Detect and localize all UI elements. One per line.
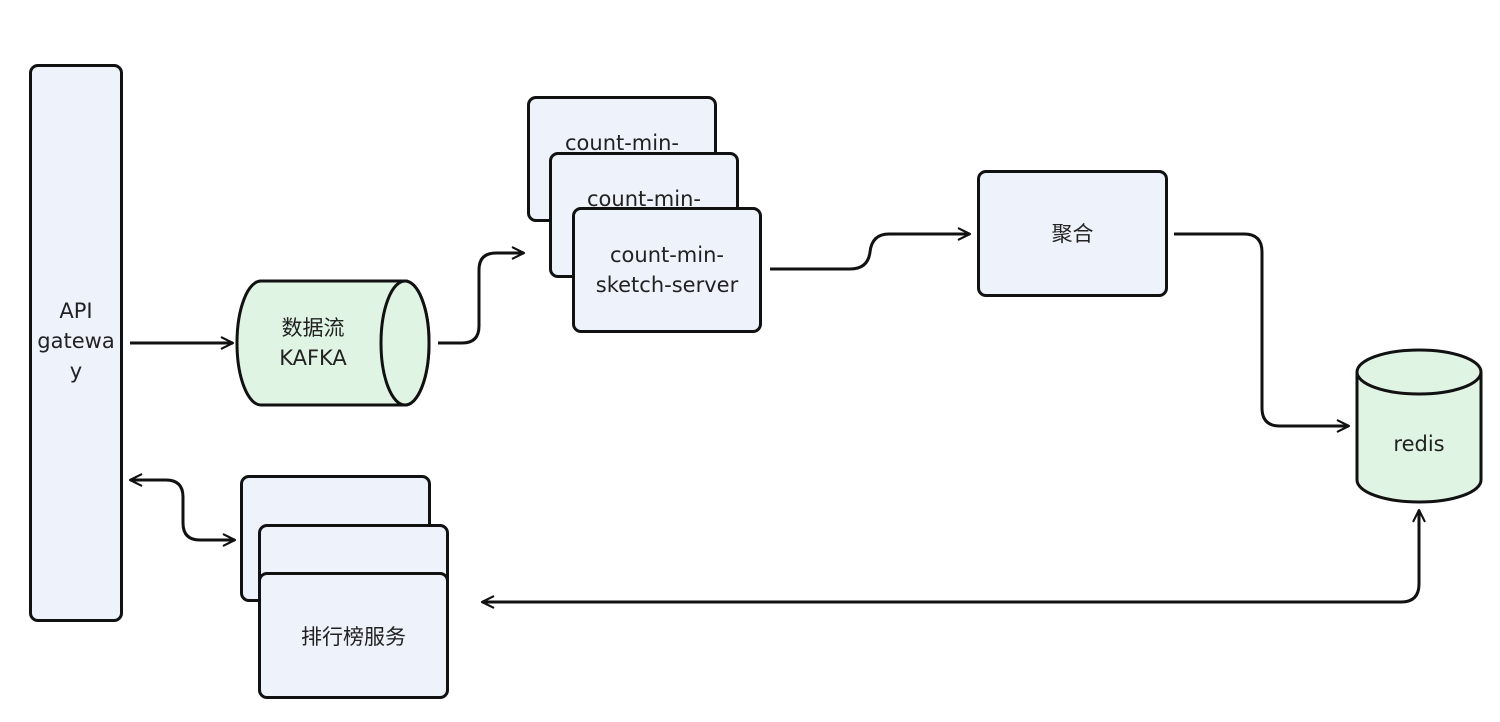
sketch-server-front-label: count-min- sketch-server [595, 243, 739, 297]
redis-label: redis [1393, 432, 1445, 456]
ranking-service-label: 排行榜服务 [301, 625, 406, 649]
ranking-service-front [258, 572, 449, 699]
api-gateway-label: API gatewa y [37, 299, 115, 383]
api-gateway-node [29, 64, 123, 622]
arrow-sketch-to-aggregate [770, 227, 972, 271]
arrow-redis-ranking [480, 508, 1426, 609]
sketch-server-front [572, 207, 762, 333]
kafka-label: 数据流 KAFKA [279, 316, 347, 370]
aggregate-node [977, 170, 1168, 297]
kafka-cylinder [235, 279, 431, 407]
arrow-gateway-ranking [128, 473, 237, 547]
arrow-aggregate-to-redis [1174, 232, 1351, 433]
sketch-server-back-label: count-min- [564, 131, 679, 155]
redis-cylinder [1355, 348, 1483, 504]
aggregate-label: 聚合 [1051, 222, 1094, 246]
arrow-kafka-to-sketch [438, 246, 526, 345]
